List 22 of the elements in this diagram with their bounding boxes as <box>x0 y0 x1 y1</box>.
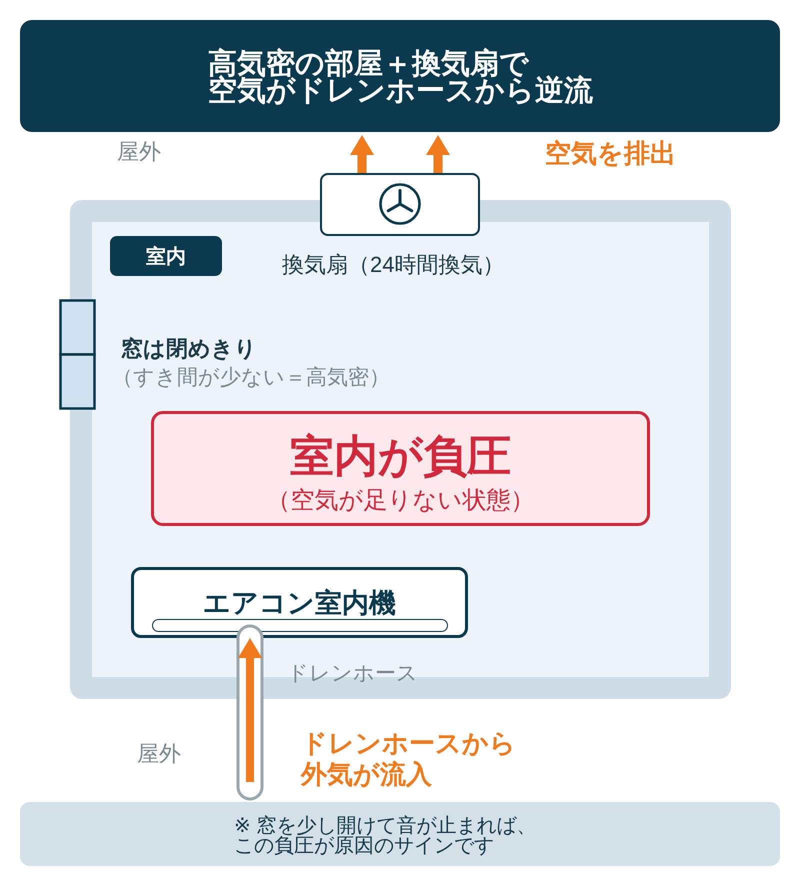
status-heading: 室内が負圧 <box>290 430 511 482</box>
arrow <box>350 135 374 173</box>
room-tag: 室内 <box>110 236 222 276</box>
exhaust-label: 空気を排出 <box>545 138 676 168</box>
fan-box <box>320 173 480 236</box>
arrow <box>238 638 262 782</box>
note-box: ※ 窓を少し開けて音が止まれば、この負圧が原因のサインです <box>20 802 780 866</box>
title-banner: 高気密の部屋＋換気扇で空気がドレンホースから逆流 <box>20 20 780 132</box>
hose-label: ドレンホース <box>287 660 418 686</box>
outdoor-label: 屋外 <box>137 741 181 767</box>
drain-pan <box>152 619 448 632</box>
room-outline <box>70 200 731 699</box>
window-label: 窓は閉めきり <box>121 336 257 362</box>
outdoor-label: 屋外 <box>117 139 161 165</box>
fan-caption: 換気扇（24時間換気） <box>282 252 504 278</box>
unit-label: エアコン室内機 <box>203 587 396 619</box>
inflow-label: ドレンホースから外気が流入 <box>301 728 517 790</box>
status-box <box>151 411 650 526</box>
status-note: （空気が足りない状態） <box>266 486 534 514</box>
unit-box <box>131 567 468 638</box>
window-note: （すき間が少ない＝高気密） <box>112 364 390 390</box>
arrow <box>426 135 450 173</box>
